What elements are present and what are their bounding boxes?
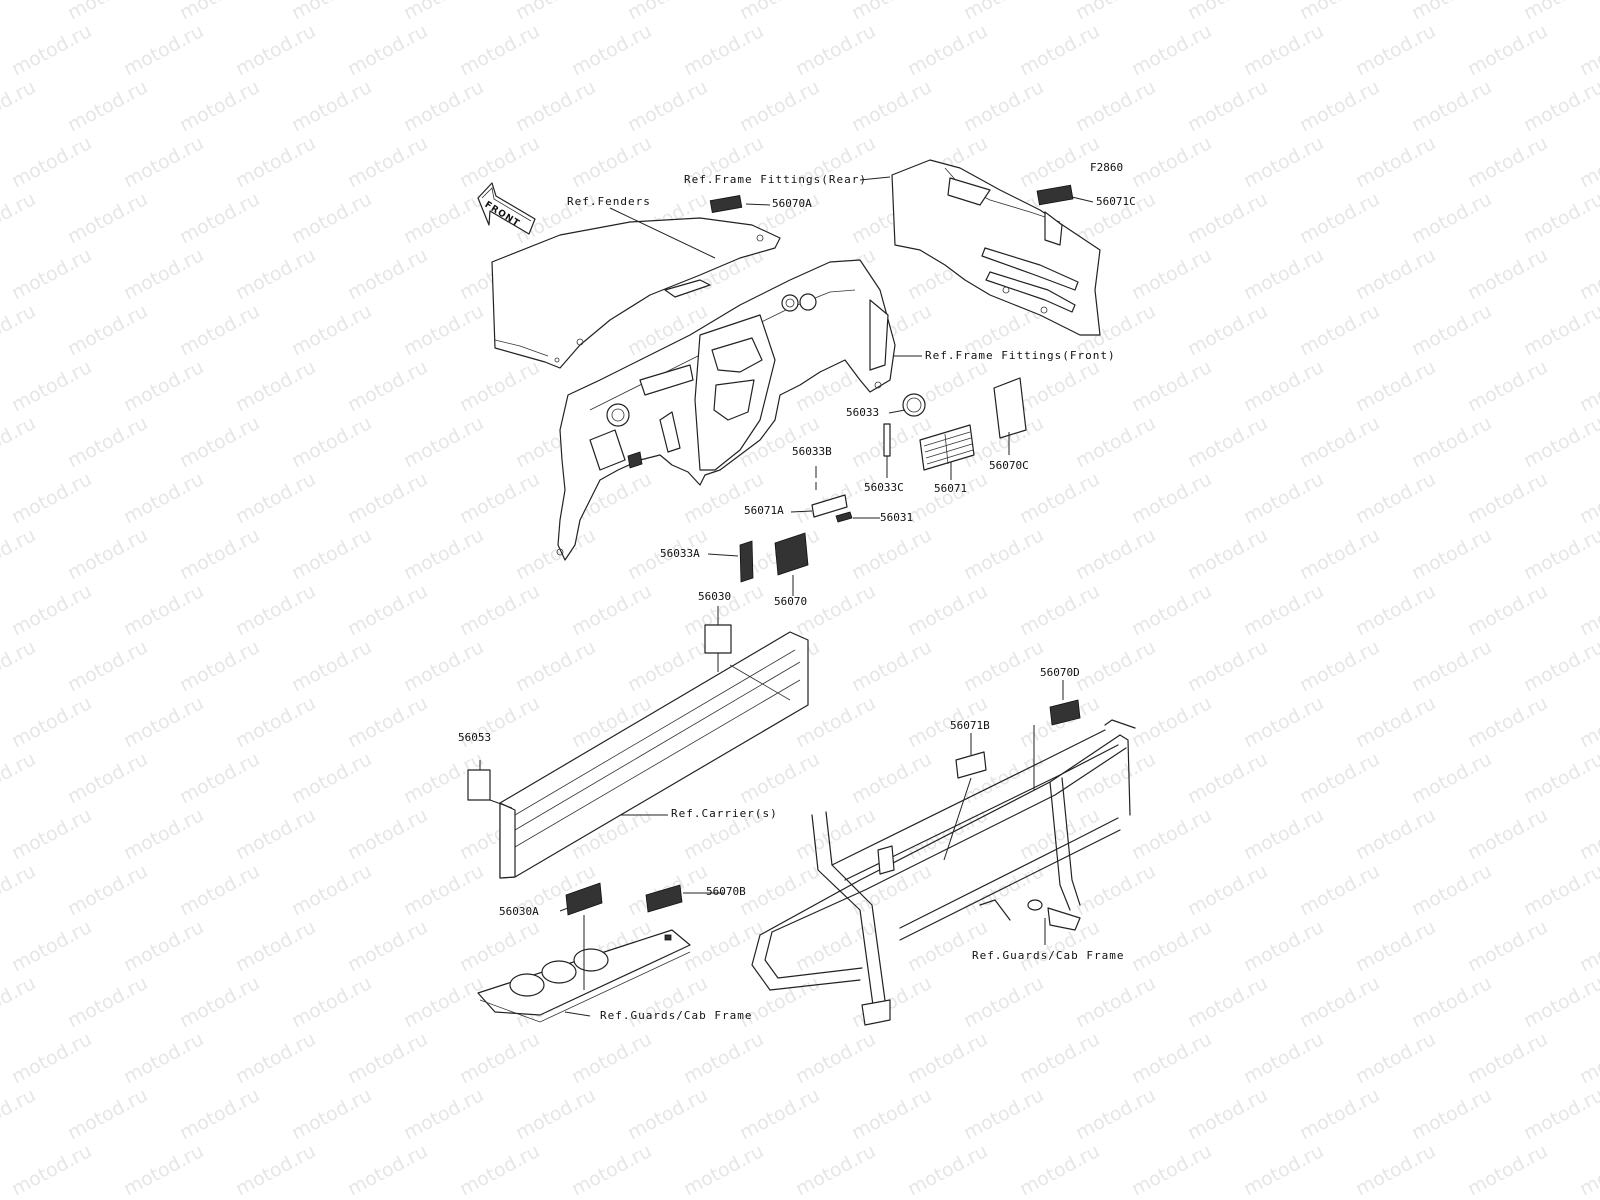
front-arrow-icon bbox=[477, 182, 536, 235]
frame-fittings-rear bbox=[891, 159, 1101, 336]
part-56031-label: 56031 bbox=[880, 511, 914, 524]
carrier-panel bbox=[499, 631, 809, 879]
part-56070A-label: 56070A bbox=[772, 197, 812, 210]
part-56071A-label: 56071A bbox=[744, 504, 784, 517]
part-56030-label: 56030 bbox=[698, 590, 732, 603]
dashboard-frame-fittings-front bbox=[556, 259, 896, 561]
ref-guards-cab-frame-right-label: Ref.Guards/Cab Frame bbox=[972, 949, 1125, 962]
part-56070B-label: 56070B bbox=[706, 885, 746, 898]
part-56030A-label: 56030A bbox=[499, 905, 539, 918]
part-56070-label: 56070 bbox=[774, 595, 808, 608]
ref-carriers-label: Ref.Carrier(s) bbox=[671, 807, 778, 820]
ref-frame-fittings-front-label: Ref.Frame Fittings(Front) bbox=[925, 349, 1116, 362]
part-56071C-label: 56071C bbox=[1096, 195, 1136, 208]
part-56053-label: 56053 bbox=[458, 731, 492, 744]
part-56070D-label: 56070D bbox=[1040, 666, 1080, 679]
ref-frame-fittings-rear-label: Ref.Frame Fittings(Rear) bbox=[684, 173, 867, 186]
guard-cab-frame bbox=[751, 719, 1136, 1026]
part-56070C-label: 56070C bbox=[989, 459, 1029, 472]
ref-fenders-label: Ref.Fenders bbox=[567, 195, 651, 208]
decal-shapes bbox=[467, 184, 1081, 916]
fender-panel bbox=[491, 217, 781, 369]
part-56033B-label: 56033B bbox=[792, 445, 832, 458]
part-56033-label: 56033 bbox=[846, 406, 880, 419]
part-56071-label: 56071 bbox=[934, 482, 968, 495]
figure-code: F2860 bbox=[1090, 161, 1124, 174]
part-56033A-label: 56033A bbox=[660, 547, 700, 560]
leader-lines bbox=[479, 176, 1094, 1017]
part-56033C-label: 56033C bbox=[864, 481, 904, 494]
ref-guards-cab-frame-bottom-label: Ref.Guards/Cab Frame bbox=[600, 1009, 753, 1022]
part-56071B-label: 56071B bbox=[950, 719, 990, 732]
